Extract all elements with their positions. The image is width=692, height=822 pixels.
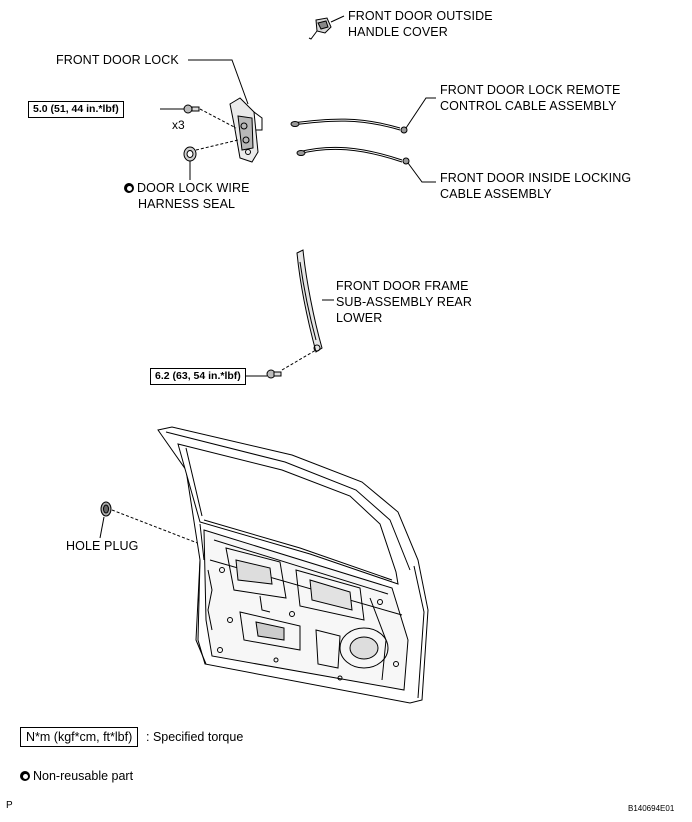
inside-locking-cable-part: [296, 146, 436, 183]
non-reusable-icon: [124, 183, 134, 193]
hole-plug-part: [99, 501, 201, 545]
legend-torque-unit-box: N*m (kgf*cm, ft*lbf): [20, 727, 139, 747]
label-line: HARNESS SEAL: [138, 197, 236, 211]
non-reusable-icon: [20, 771, 30, 781]
front-door-panel: [157, 426, 429, 704]
legend-torque-desc: : Specified torque: [146, 730, 244, 744]
inside-cable-label: FRONT DOOR INSIDE LOCKING CABLE ASSEMBLY: [440, 170, 631, 202]
door-lock-label: FRONT DOOR LOCK: [56, 52, 179, 68]
hole-plug-label: HOLE PLUG: [66, 538, 138, 554]
front-door-lock-part: [188, 59, 263, 163]
lock-screw-part: [160, 104, 237, 129]
label-line: SUB-ASSEMBLY REAR: [336, 295, 473, 309]
remote-cable-label: FRONT DOOR LOCK REMOTE CONTROL CABLE ASS…: [440, 82, 620, 114]
outside-handle-cover-label: FRONT DOOR OUTSIDE HANDLE COVER: [348, 8, 493, 40]
frame-bolt-torque-box: 6.2 (63, 54 in.*lbf): [150, 368, 246, 385]
leader-line: [330, 15, 345, 23]
harness-seal-part: [183, 139, 239, 180]
label-line: FRONT DOOR LOCK REMOTE: [440, 83, 621, 97]
label-line: LOWER: [336, 311, 383, 325]
label-line: FRONT DOOR OUTSIDE: [348, 9, 493, 23]
leader-line: [407, 162, 436, 183]
outside-handle-cover-part: [308, 15, 345, 40]
leader-line: [405, 97, 436, 129]
label-line: FRONT DOOR FRAME: [336, 279, 469, 293]
leader-line: [188, 59, 249, 105]
legend-non-reusable-text: Non-reusable part: [33, 769, 134, 783]
frame-bolt-part: [246, 349, 317, 379]
label-line: CONTROL CABLE ASSEMBLY: [440, 99, 617, 113]
label-line: HOLE PLUG: [66, 539, 139, 553]
label-line: HANDLE COVER: [348, 25, 448, 39]
figure-code: B140694E01: [628, 804, 675, 813]
leader-line: [99, 516, 105, 539]
harness-seal-label: DOOR LOCK WIRE HARNESS SEAL: [124, 180, 250, 212]
label-line: FRONT DOOR INSIDE LOCKING: [440, 171, 632, 185]
screw-quantity: x3: [172, 118, 185, 132]
label-line: CABLE ASSEMBLY: [440, 187, 552, 201]
frame-rear-label: FRONT DOOR FRAME SUB-ASSEMBLY REAR LOWER: [336, 278, 472, 326]
label-line: FRONT DOOR LOCK: [56, 53, 179, 67]
corner-label-left: P: [6, 800, 13, 811]
remote-control-cable-part: [290, 97, 436, 134]
lock-screw-torque-box: 5.0 (51, 44 in.*lbf): [28, 101, 124, 118]
legend-non-reusable: Non-reusable part: [20, 768, 133, 784]
label-line: DOOR LOCK WIRE: [137, 181, 250, 195]
frame-rear-lower-part: [296, 249, 334, 353]
